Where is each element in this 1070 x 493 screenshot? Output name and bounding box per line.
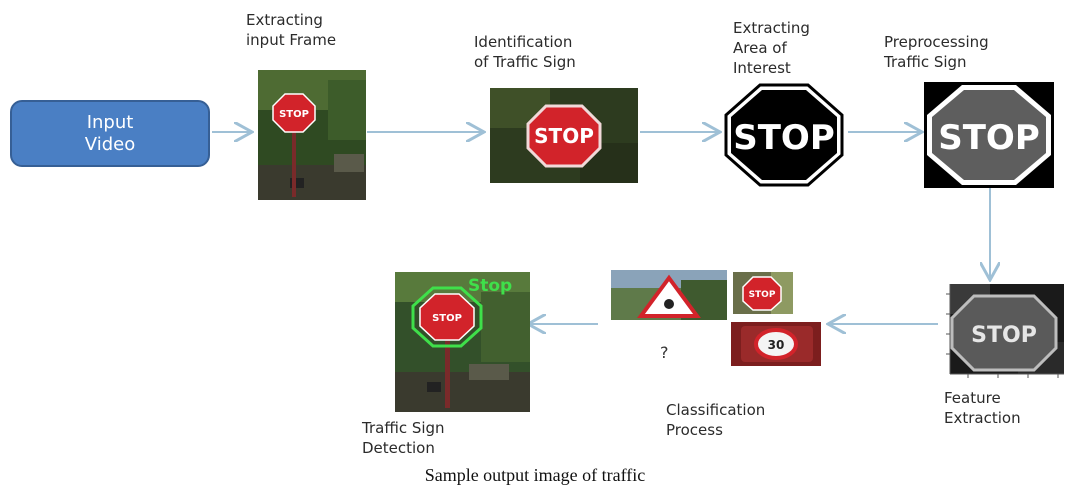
identified-sign-image: STOP (490, 88, 638, 183)
label-line: Identification (474, 33, 573, 51)
sign-text: STOP (971, 323, 1037, 348)
label-line: Process (666, 421, 723, 439)
figure-caption: Sample output image of traffic (424, 465, 646, 485)
label-line: Feature (944, 389, 1001, 407)
label-extracting-area: Extracting Area of Interest (733, 18, 810, 78)
sign-text: STOP (938, 118, 1040, 158)
sign-text: STOP (749, 290, 776, 300)
detected-class-label: Stop (468, 276, 513, 296)
label-line: input Frame (246, 31, 337, 49)
label-line: Extracting (246, 11, 323, 29)
label-detection: Traffic Sign Detection (362, 418, 445, 458)
sign-text: STOP (733, 118, 835, 158)
sign-text: STOP (279, 109, 309, 120)
label-preprocessing: Preprocessing Traffic Sign (884, 32, 989, 72)
label-line: Preprocessing (884, 33, 989, 51)
speed-sign-text: 30 (768, 338, 785, 352)
label-line: Extracting (733, 19, 810, 37)
classification-stop-sign-image: STOP (733, 272, 793, 314)
input-video-line2: Video (84, 134, 136, 155)
extracted-area-image: STOP (722, 83, 846, 187)
input-video-line1: Input (86, 112, 134, 133)
label-line: Traffic Sign (884, 53, 967, 71)
preprocessed-sign-image: STOP (924, 82, 1054, 188)
question-mark: ? (660, 343, 669, 362)
input-video-box: Input Video (10, 100, 210, 167)
feature-extraction-image: STOP (938, 282, 1064, 384)
label-line: Extraction (944, 409, 1021, 427)
label-classification: Classification Process (666, 400, 765, 440)
input-frame-image: STOP (258, 70, 366, 200)
label-line: Area of (733, 39, 787, 57)
label-line: Detection (362, 439, 435, 457)
classification-warning-sign-image (611, 270, 727, 320)
label-line: Interest (733, 59, 791, 77)
label-line: Classification (666, 401, 766, 419)
label-extracting-frame: Extracting input Frame (246, 10, 336, 50)
detection-result-image: STOP (395, 272, 530, 412)
label-feature-extraction: Feature Extraction (944, 388, 1021, 428)
classification-speed-sign-image: 30 (731, 322, 821, 366)
sign-text: STOP (432, 313, 462, 324)
label-line: Traffic Sign (362, 419, 445, 437)
label-identification: Identification of Traffic Sign (474, 32, 576, 72)
label-line: of Traffic Sign (474, 53, 576, 71)
sign-text: STOP (534, 124, 594, 148)
